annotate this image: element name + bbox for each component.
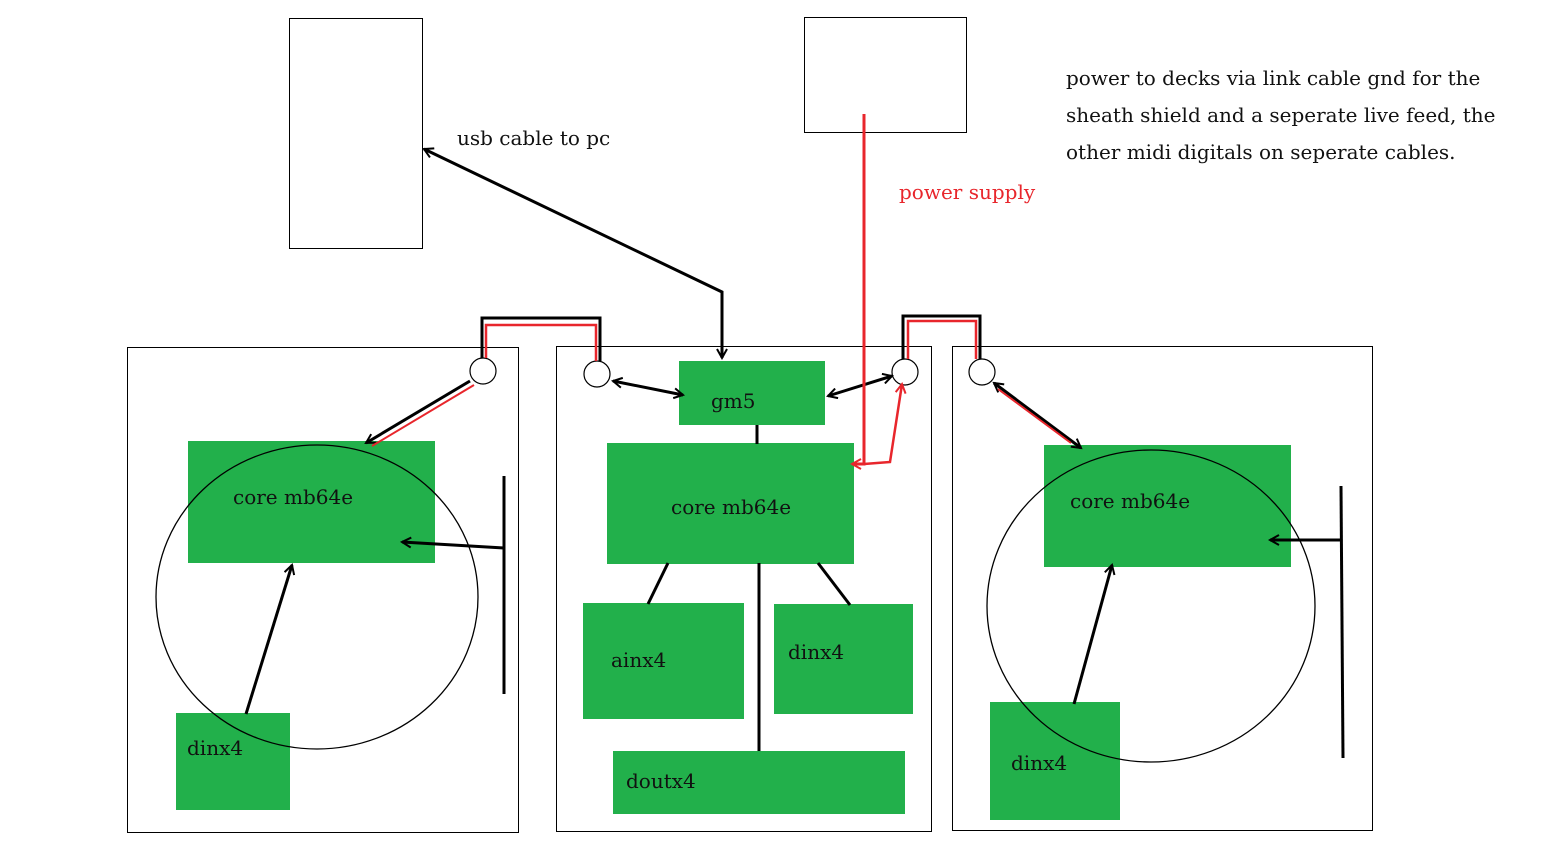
note-line-3: other midi digitals on seperate cables. <box>1066 140 1456 164</box>
doutx-module <box>613 751 905 814</box>
right-jack-to-core <box>994 383 1081 448</box>
left-link-cable-red <box>484 323 598 361</box>
ainx-label: ainx4 <box>611 648 667 672</box>
center-left-jack <box>583 360 611 388</box>
note-line-2: sheath shield and a seperate live feed, … <box>1066 103 1496 127</box>
right-link-cable-black <box>901 314 982 359</box>
center-core-label: core mb64e <box>671 495 792 519</box>
left-jack-to-core <box>366 379 471 445</box>
gm5-module <box>679 361 825 425</box>
gm5-left-link <box>613 381 683 395</box>
gm5-label: gm5 <box>711 389 756 413</box>
power-supply-box <box>804 17 967 133</box>
right-core-label: core mb64e <box>1070 489 1191 513</box>
right-dinx-to-core <box>1072 565 1112 705</box>
right-fader-line <box>1339 485 1345 759</box>
left-fader-to-core <box>402 542 505 550</box>
center-right-jack <box>891 358 919 386</box>
pc-box <box>289 18 423 249</box>
right-dinx-label: dinx4 <box>1011 751 1068 775</box>
doutx-label: doutx4 <box>626 769 696 793</box>
left-platter-circle <box>155 444 479 750</box>
left-dinx-to-core <box>244 565 292 715</box>
right-deck-jack <box>968 358 996 386</box>
wiring-note: power to decks via link cable gnd for th… <box>1066 60 1495 171</box>
power-supply-label: power supply <box>899 180 1036 204</box>
note-line-1: power to decks via link cable gnd for th… <box>1066 66 1481 90</box>
right-platter-circle <box>986 449 1316 763</box>
usb-cable-label: usb cable to pc <box>457 126 611 150</box>
core-ainx-link <box>646 562 670 605</box>
left-core-module <box>188 441 435 563</box>
gm5-right-link <box>828 376 892 396</box>
ainx-module <box>583 603 744 719</box>
right-dinx-module <box>990 702 1120 820</box>
center-core-module <box>607 443 854 564</box>
center-dinx-label: dinx4 <box>788 640 845 664</box>
power-supply-line <box>852 114 866 464</box>
left-deck-jack <box>469 357 497 385</box>
core-dinx-link <box>816 562 852 606</box>
usb-cable <box>424 149 722 358</box>
right-jack-to-core-red <box>997 388 1072 444</box>
right-core-module <box>1044 445 1291 567</box>
right-link-cable-red <box>906 319 978 359</box>
left-dinx-module <box>176 713 290 810</box>
left-dinx-label: dinx4 <box>187 736 244 760</box>
left-core-label: core mb64e <box>233 485 354 509</box>
left-jack-to-core-red <box>371 384 475 447</box>
center-dinx-module <box>774 604 913 714</box>
power-to-jack-line <box>863 384 902 466</box>
